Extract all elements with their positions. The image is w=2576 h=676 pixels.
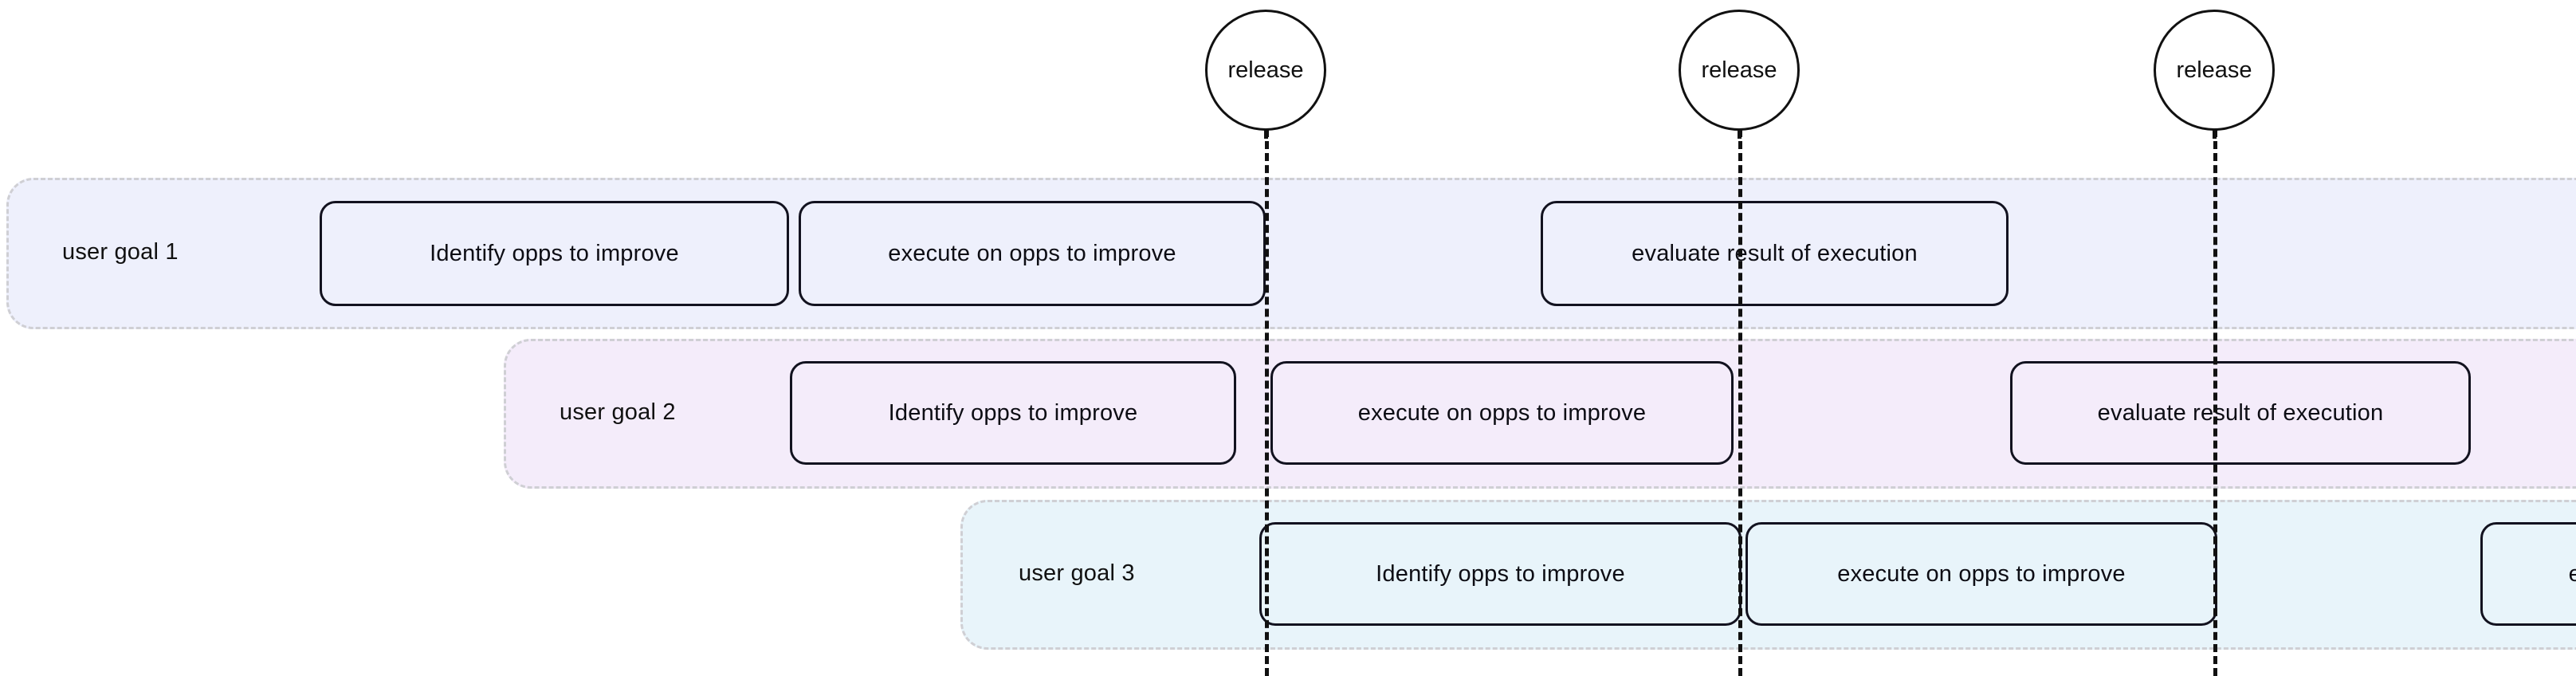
release-line-3: [2213, 129, 2217, 676]
task-lane2-evaluate-result[interactable]: evaluate result of execution: [2010, 361, 2471, 465]
task-lane2-execute-on-opps[interactable]: execute on opps to improve: [1270, 361, 1734, 465]
task-lane1-execute-on-opps[interactable]: execute on opps to improve: [799, 201, 1266, 306]
swimlane-label-user-goal-1: user goal 1: [62, 239, 179, 265]
task-lane1-evaluate-result[interactable]: evaluate result of execution: [1541, 201, 2009, 306]
release-node-1[interactable]: release: [1205, 10, 1326, 131]
swimlane-label-user-goal-2: user goal 2: [560, 399, 676, 425]
task-lane1-identify-opps[interactable]: Identify opps to improve: [320, 201, 789, 306]
release-line-1: [1265, 129, 1269, 676]
release-node-3[interactable]: release: [2154, 10, 2275, 131]
task-lane3-identify-opps[interactable]: Identify opps to improve: [1259, 522, 1742, 626]
release-line-2: [1738, 129, 1742, 676]
task-lane3-execute-on-opps[interactable]: execute on opps to improve: [1745, 522, 2217, 626]
release-node-2[interactable]: release: [1679, 10, 1800, 131]
task-lane3-evaluate-result[interactable]: evaluate result of execution: [2480, 522, 2576, 626]
task-lane2-identify-opps[interactable]: Identify opps to improve: [790, 361, 1236, 465]
swimlane-label-user-goal-3: user goal 3: [1019, 560, 1135, 586]
